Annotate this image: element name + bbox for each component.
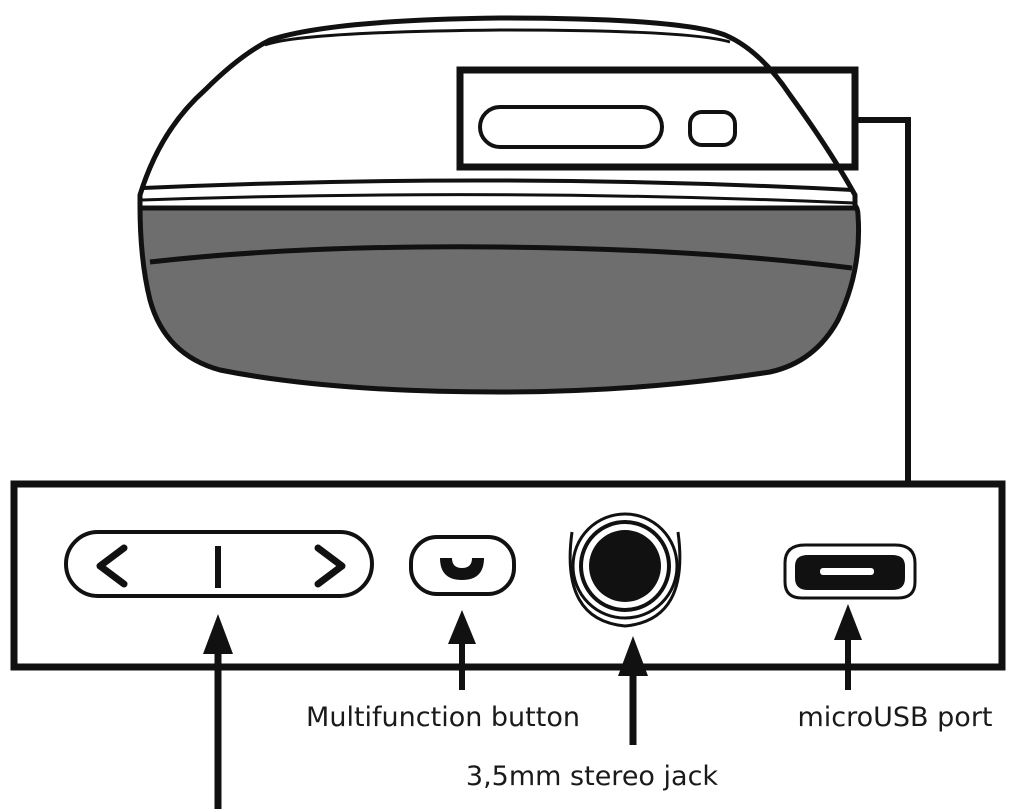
- microusb-pins: [820, 568, 874, 575]
- shell-button-shape: [688, 110, 737, 147]
- stereo-jack-label: 3,5mm stereo jack: [466, 761, 719, 792]
- microusb-port-shape: [783, 543, 917, 600]
- multifunction-button-shape: [409, 535, 516, 596]
- chevron-left-icon: [96, 544, 128, 588]
- chevron-right-icon: [314, 544, 346, 588]
- microusb-port-label: microUSB port: [797, 702, 992, 733]
- pointer-arrows: [203, 604, 862, 809]
- detail-connector-line: [855, 117, 911, 484]
- stereo-jack-shape: [568, 512, 682, 628]
- shell-slider-shape: [478, 105, 664, 149]
- shell-top-edge: [264, 28, 731, 47]
- multifunction-button-label: Multifunction button: [306, 702, 580, 733]
- ear-cushion: [137, 197, 862, 395]
- multifunction-button-icon: [440, 558, 484, 580]
- cushion-seam: [149, 244, 853, 271]
- volume-rocker: [64, 530, 374, 598]
- headphone-earcup: [137, 15, 862, 395]
- shell-rim: [142, 178, 854, 192]
